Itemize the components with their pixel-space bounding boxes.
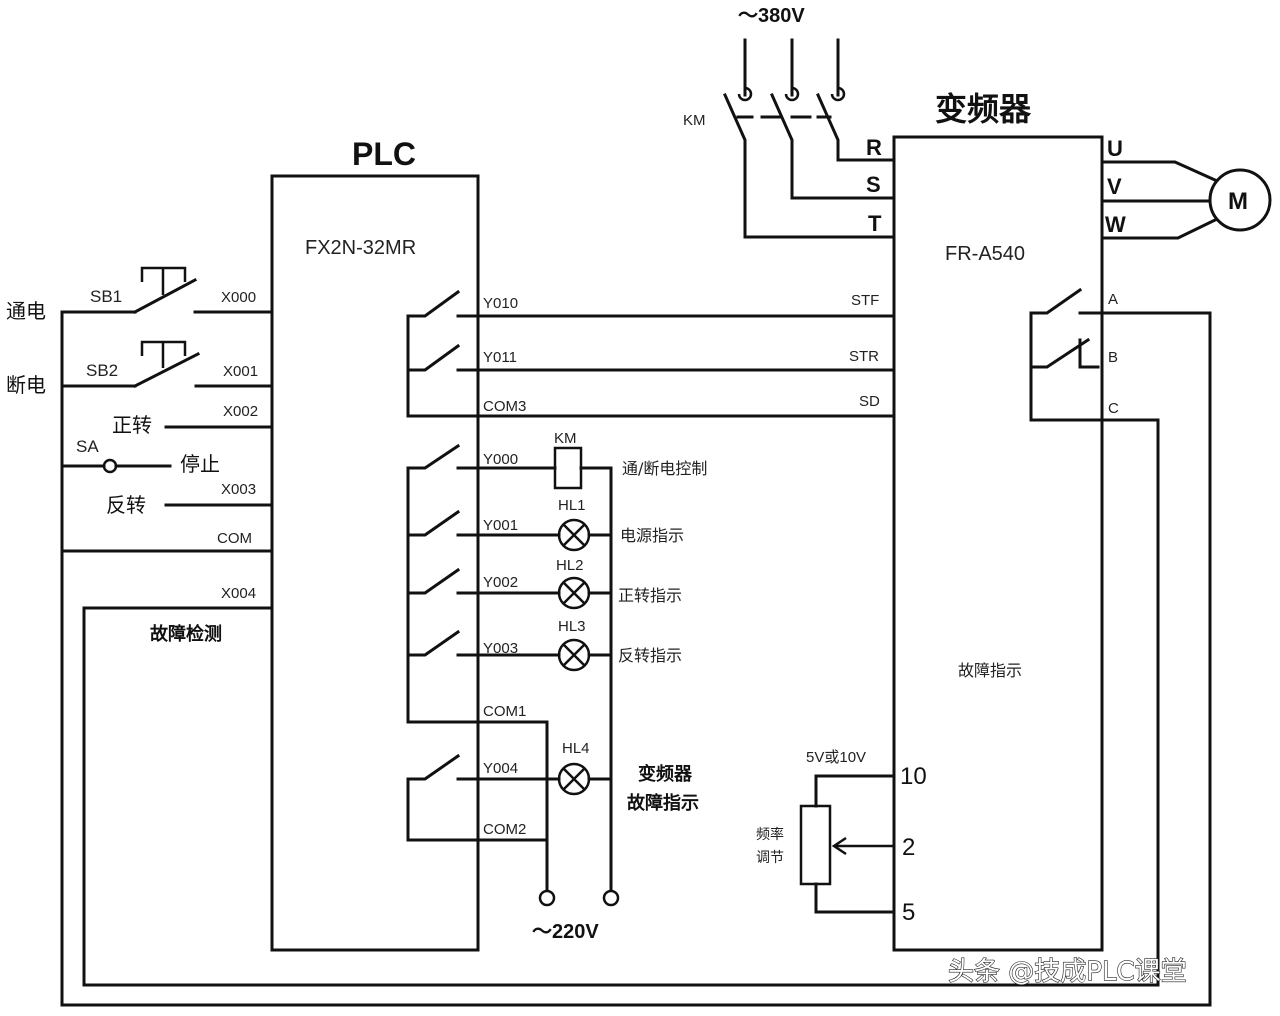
fault-detect-label: 故障检测 [150,623,222,645]
x002-label: X002 [223,403,258,420]
com-label: COM [217,530,252,547]
plc-title: PLC [352,136,416,172]
pot-label-line1: 频率 [756,826,784,843]
inverter-model: FR-A540 [945,243,1025,265]
y001-label: Y001 [483,517,518,534]
y000-label: Y000 [483,451,518,468]
y002-label: Y002 [483,574,518,591]
terminal-a: A [1108,291,1118,308]
hl4-label: HL4 [562,740,590,757]
inverter-box [892,135,1104,952]
potentiometer-icon [799,804,832,886]
hl1-function-label: 电源指示 [620,526,684,545]
hl3-function-label: 反转指示 [618,646,682,665]
hl1-label: HL1 [558,497,586,514]
terminal-2: 2 [902,834,915,861]
y004-label: Y004 [483,760,518,777]
inverter-block: 变频器 FR-A540 故障指示 [892,91,1104,952]
plc-model: FX2N-32MR [305,237,416,259]
watermark: 头条 @技成PLC课堂 [948,957,1187,987]
sa-reverse-label: 反转 [106,493,146,517]
terminal-10: 10 [900,763,927,790]
ref-voltage-label: 5V或10V [806,749,866,766]
km-coil-label: KM [554,430,577,447]
hl4-function-line1: 变频器 [638,763,693,785]
x003-label: X003 [221,481,256,498]
sa-label: SA [76,437,99,456]
supply-380v-label: ～380V [738,5,805,27]
sb2-label: SB2 [86,361,118,380]
terminal-sd: SD [859,393,880,410]
km-contact-label: KM [683,112,706,129]
input-wiring [60,266,1212,1007]
supply-220v-label: ～220V [532,921,599,943]
hl2-function-label: 正转指示 [618,586,682,605]
sb1-function-label: 通电 [6,299,46,323]
sb1-label: SB1 [90,287,122,306]
terminal-5: 5 [902,899,915,926]
terminal-u: U [1107,136,1123,161]
output-wiring [406,289,896,907]
y003-label: Y003 [483,640,518,657]
hl3-label: HL3 [558,618,586,635]
terminal-v: V [1107,174,1122,199]
sb2-function-label: 断电 [6,373,46,397]
com1-label: COM1 [483,703,526,720]
hl4-function-line2: 故障指示 [627,792,699,814]
motor-icon [1208,168,1272,232]
inverter-fault-label: 故障指示 [958,661,1022,680]
sa-forward-label: 正转 [112,413,152,437]
terminal-w: W [1105,212,1126,237]
pot-label-line2: 调节 [756,850,784,866]
lamp-hl3-icon [557,638,591,672]
terminal-str: STR [849,348,879,365]
inverter-title: 变频器 [935,91,1032,127]
lamp-hl4-icon [557,762,591,796]
terminal-c: C [1108,400,1119,417]
terminal-b: B [1108,349,1118,366]
motor-wiring [1100,160,1272,240]
lamp-hl1-icon [557,518,591,552]
terminal-stf: STF [851,292,879,309]
y010-label: Y010 [483,295,518,312]
potentiometer [799,774,896,914]
plc-box [270,174,480,952]
y011-label: Y011 [483,349,517,366]
motor-label: M [1228,188,1248,215]
com2-label: COM2 [483,821,526,838]
sa-stop-label: 停止 [180,452,220,476]
plc-block: PLC FX2N-32MR [270,136,480,952]
three-phase-supply [723,38,896,239]
km-function-label: 通/断电控制 [622,459,707,478]
lamp-hl2-icon [557,576,591,610]
x000-label: X000 [221,289,256,306]
x001-label: X001 [223,363,258,380]
com3-label: COM3 [483,398,526,415]
terminal-t: T [868,211,882,236]
hl2-label: HL2 [556,557,584,574]
fault-relay [1029,287,1106,422]
terminal-s: S [866,172,881,197]
x004-label: X004 [221,585,256,602]
terminal-r: R [866,135,882,160]
